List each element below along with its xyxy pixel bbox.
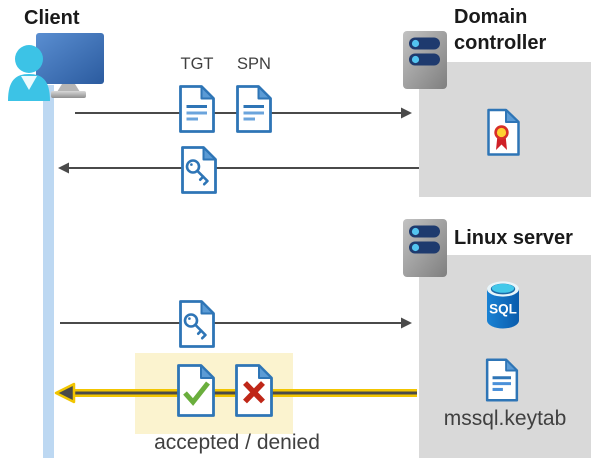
spn-label: SPN [237, 55, 271, 73]
tgt-document-icon [179, 85, 215, 133]
key-document-icon-present [179, 300, 215, 348]
arrow-present-ticket [60, 317, 412, 329]
sql-label: SQL [489, 302, 517, 317]
linux-server-server-icon [403, 219, 447, 277]
keytab-file-label: mssql.keytab [443, 407, 567, 430]
domain-controller-server-icon [403, 31, 447, 89]
monitor-icon [36, 33, 104, 98]
tgt-label: TGT [180, 55, 214, 73]
certificate-document-icon [487, 108, 520, 156]
sql-database-icon: SQL [487, 281, 519, 329]
keytab-document-icon [485, 358, 519, 402]
person-icon [8, 45, 50, 101]
accepted-denied-label: accepted / denied [154, 431, 320, 454]
arrow-response-ticket [58, 162, 419, 174]
client-label: Client [24, 7, 80, 29]
domain-controller-label: Domain controller [454, 6, 547, 54]
cross-document-icon [235, 364, 273, 417]
client-workstation-icon [8, 33, 104, 101]
check-document-icon [177, 364, 215, 417]
linux-server-label: Linux server [454, 227, 573, 249]
key-document-icon-response [181, 146, 217, 194]
spn-document-icon [236, 85, 272, 133]
client-timeline-bar [43, 85, 54, 458]
